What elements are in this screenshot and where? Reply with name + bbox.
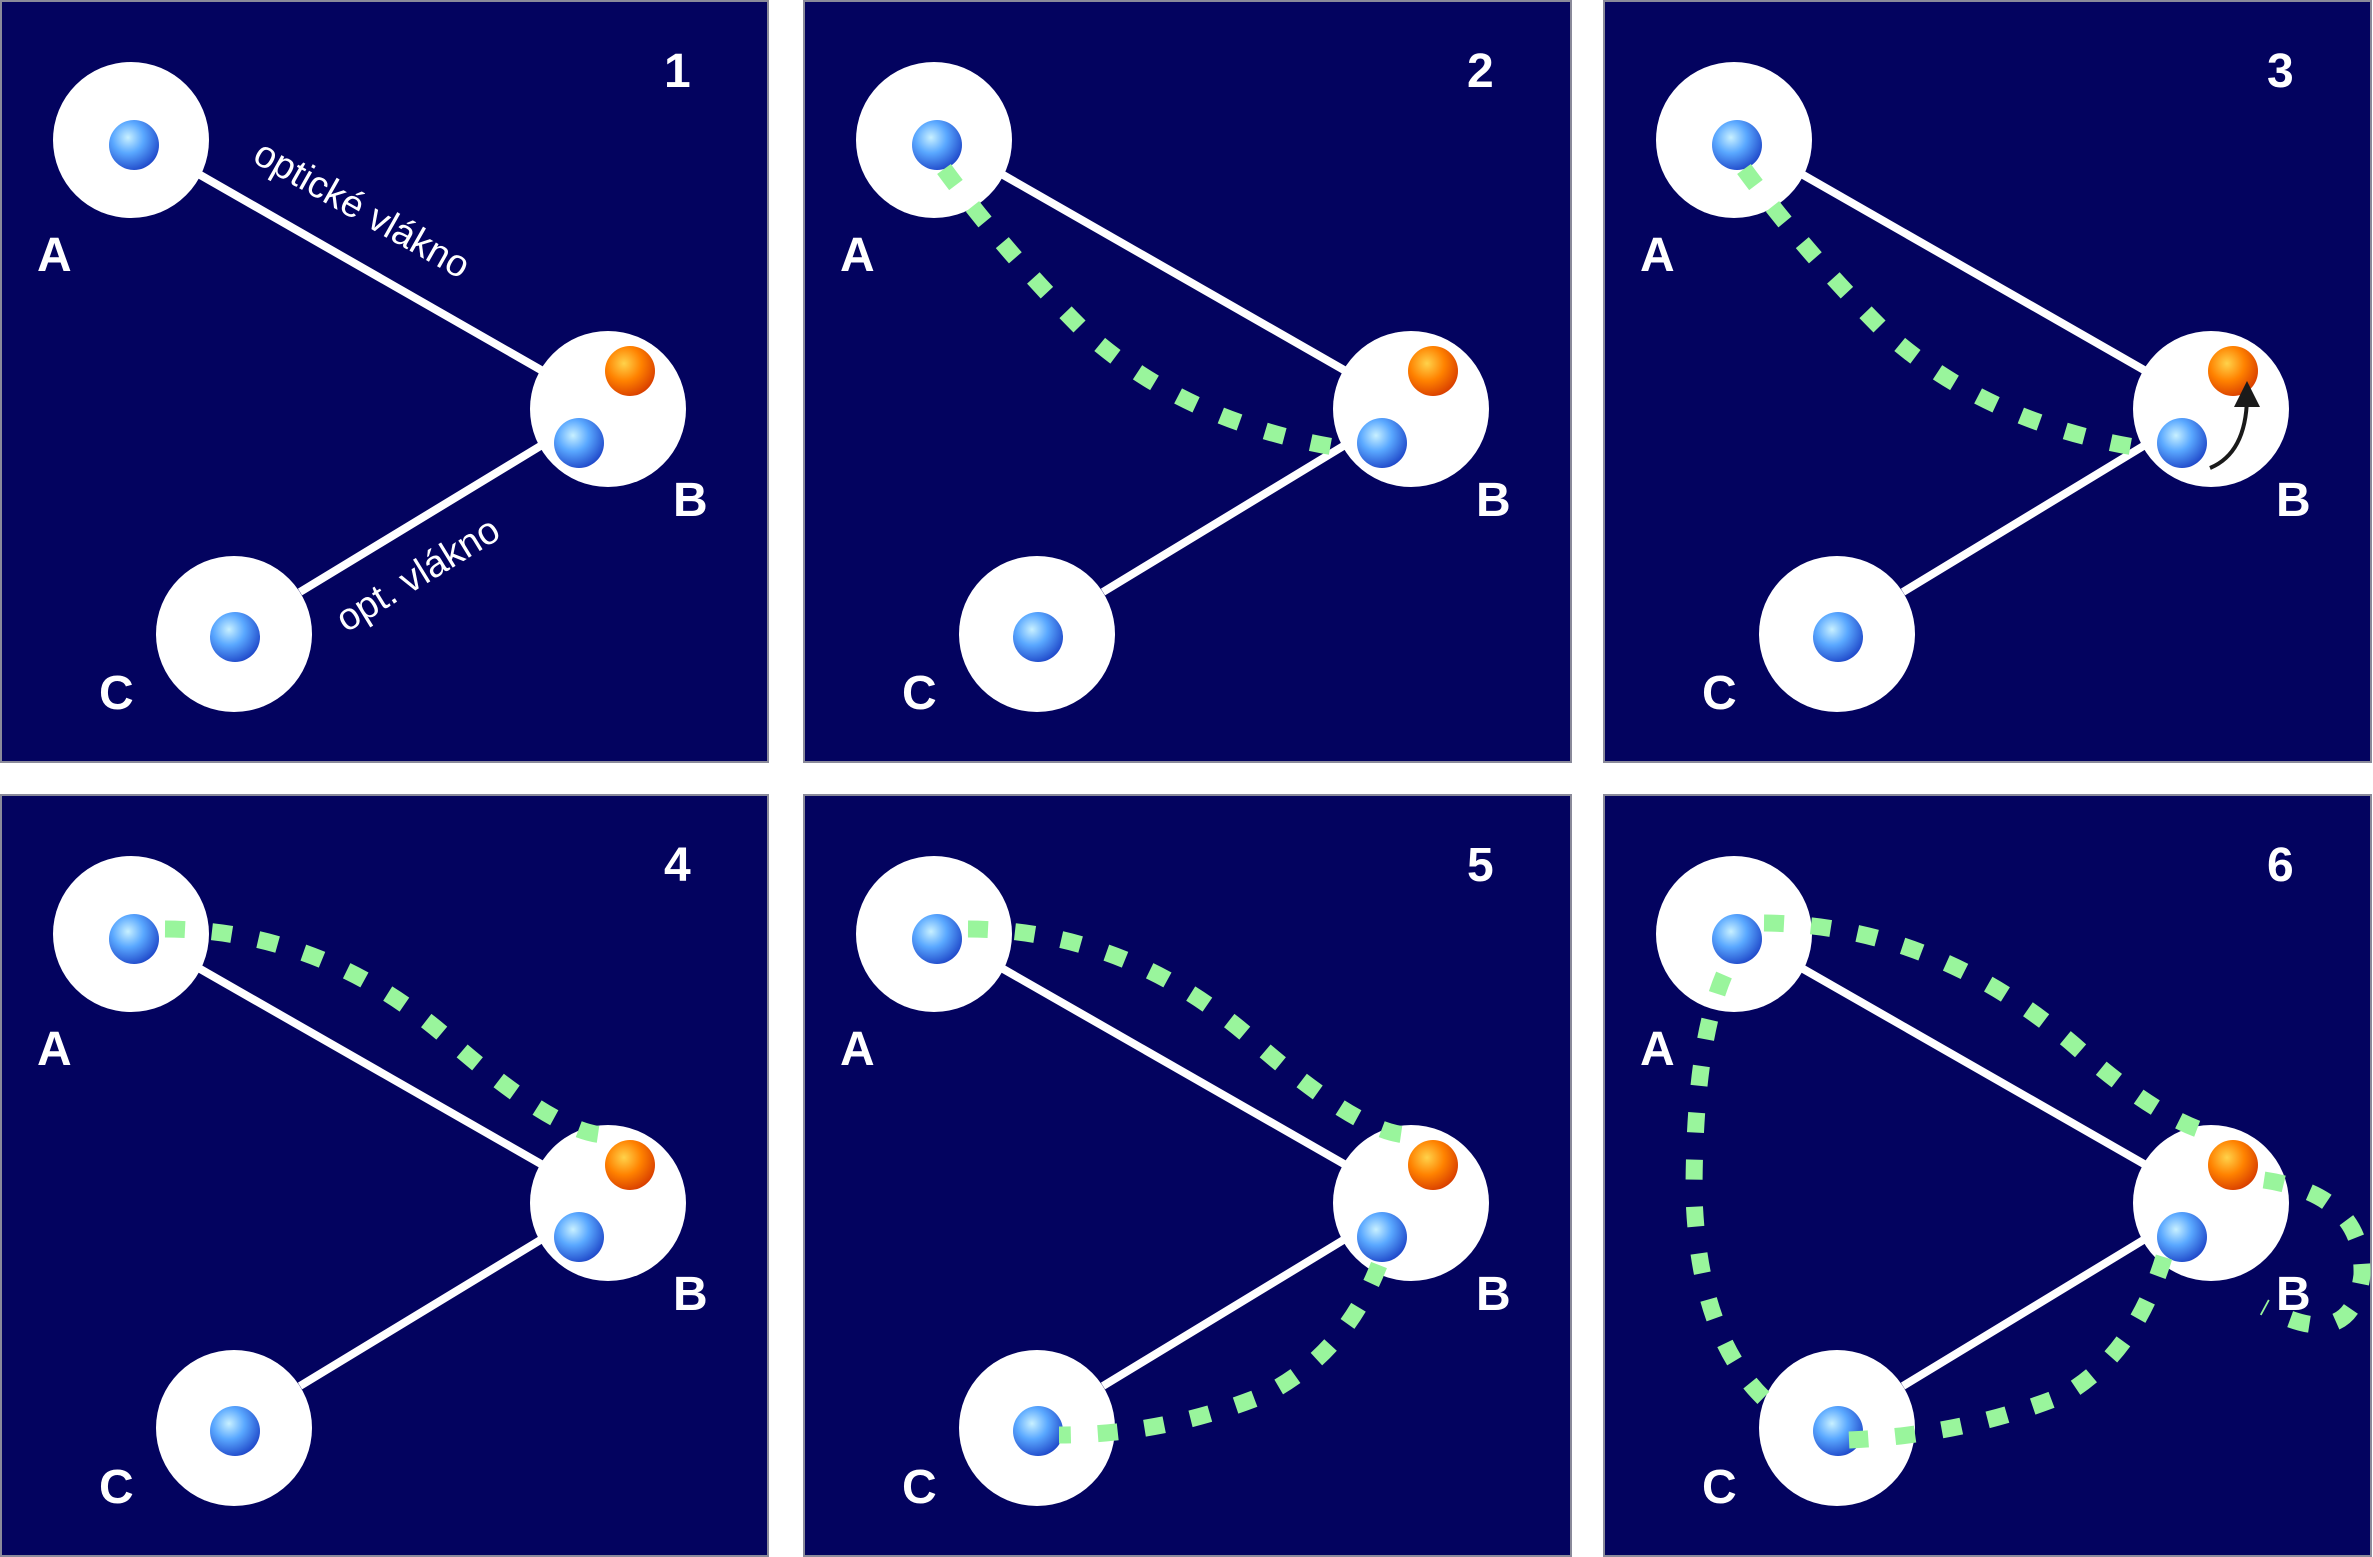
qubit-c xyxy=(1813,1406,1863,1456)
qubit-b-blue xyxy=(1357,1212,1407,1262)
fiber-a-b xyxy=(1796,962,2146,1168)
panel-number: 6 xyxy=(2267,839,2294,892)
qubit-a xyxy=(912,914,962,964)
fiber-a-b xyxy=(996,962,1346,1168)
qubit-b-orange xyxy=(2208,346,2258,396)
qubit-a xyxy=(109,120,159,170)
panel-2: A B C 2 xyxy=(803,0,1572,763)
qubit-c xyxy=(1013,1406,1063,1456)
panel-5: A B C 5 xyxy=(803,794,1572,1557)
entanglement-link xyxy=(1058,1261,1387,1444)
fiber-b-c xyxy=(1100,1232,1353,1390)
node-b xyxy=(530,1125,686,1281)
swap-arrow-head-icon xyxy=(2234,381,2260,407)
node-label-b: B xyxy=(1476,474,1511,527)
qubit-a xyxy=(1712,120,1762,170)
node-b xyxy=(1333,1125,1489,1281)
fiber-a-b xyxy=(193,168,543,374)
node-label-a: A xyxy=(1640,229,1675,282)
qubit-c xyxy=(1013,612,1063,662)
fiber-b-c xyxy=(297,438,550,596)
qubit-c xyxy=(210,612,260,662)
qubit-b-orange xyxy=(1408,346,1458,396)
qubit-a xyxy=(1712,914,1762,964)
qubit-b-orange xyxy=(605,1140,655,1190)
swap-arrow xyxy=(2209,397,2249,470)
fiber-b-c xyxy=(1900,1232,2153,1390)
qubit-b-blue xyxy=(554,418,604,468)
node-label-c: C xyxy=(1702,1461,1737,1514)
node-label-b: B xyxy=(673,1268,708,1321)
qubit-a xyxy=(109,914,159,964)
node-label-a: A xyxy=(840,1023,875,1076)
node-label-a: A xyxy=(1640,1023,1675,1076)
entanglement-link xyxy=(164,920,607,1144)
node-label-c: C xyxy=(902,1461,937,1514)
qubit-b-orange xyxy=(1408,1140,1458,1190)
node-label-c: C xyxy=(902,667,937,720)
entanglement-link xyxy=(1848,1254,2173,1449)
panel-number: 2 xyxy=(1467,45,1494,98)
qubit-c xyxy=(1813,612,1863,662)
panel-6: A B C 6 xyxy=(1603,794,2372,1557)
fiber-a-b xyxy=(1796,168,2146,374)
qubit-b-blue xyxy=(2157,418,2207,468)
qubit-c xyxy=(210,1406,260,1456)
node-b xyxy=(530,331,686,487)
qubit-b-orange xyxy=(2208,1140,2258,1190)
qubit-a xyxy=(912,120,962,170)
node-b xyxy=(1333,331,1489,487)
entanglement-link xyxy=(2259,1171,2371,1334)
qubit-b-orange xyxy=(605,346,655,396)
node-label-b: B xyxy=(2276,474,2311,527)
panel-number: 5 xyxy=(1467,839,1494,892)
fiber-b-c xyxy=(297,1232,550,1390)
node-label-a: A xyxy=(840,229,875,282)
fiber-b-c xyxy=(1100,438,1353,596)
panel-number: 3 xyxy=(2267,45,2294,98)
node-label-c: C xyxy=(99,1461,134,1514)
panel-4: A B C 4 xyxy=(0,794,769,1557)
fiber-a-b xyxy=(996,168,1346,374)
panel-3: A B C 3 xyxy=(1603,0,2372,763)
entanglement-link xyxy=(967,920,1410,1144)
fiber-a-b xyxy=(193,962,543,1168)
node-label-b: B xyxy=(1476,1268,1511,1321)
node-b xyxy=(2133,331,2289,487)
qubit-b-blue xyxy=(554,1212,604,1262)
node-label-b: B xyxy=(2276,1268,2311,1321)
panel-number: 4 xyxy=(664,839,691,892)
panel-number: 1 xyxy=(664,45,691,98)
fiber-b-c xyxy=(1900,438,2153,596)
node-label-a: A xyxy=(37,1023,72,1076)
node-label-c: C xyxy=(1702,667,1737,720)
node-label-a: A xyxy=(37,229,72,282)
entanglement-link xyxy=(1685,971,1789,1422)
qubit-b-blue xyxy=(1357,418,1407,468)
node-label-b: B xyxy=(673,474,708,527)
node-label-c: C xyxy=(99,667,134,720)
qubit-b-blue xyxy=(2157,1212,2207,1262)
